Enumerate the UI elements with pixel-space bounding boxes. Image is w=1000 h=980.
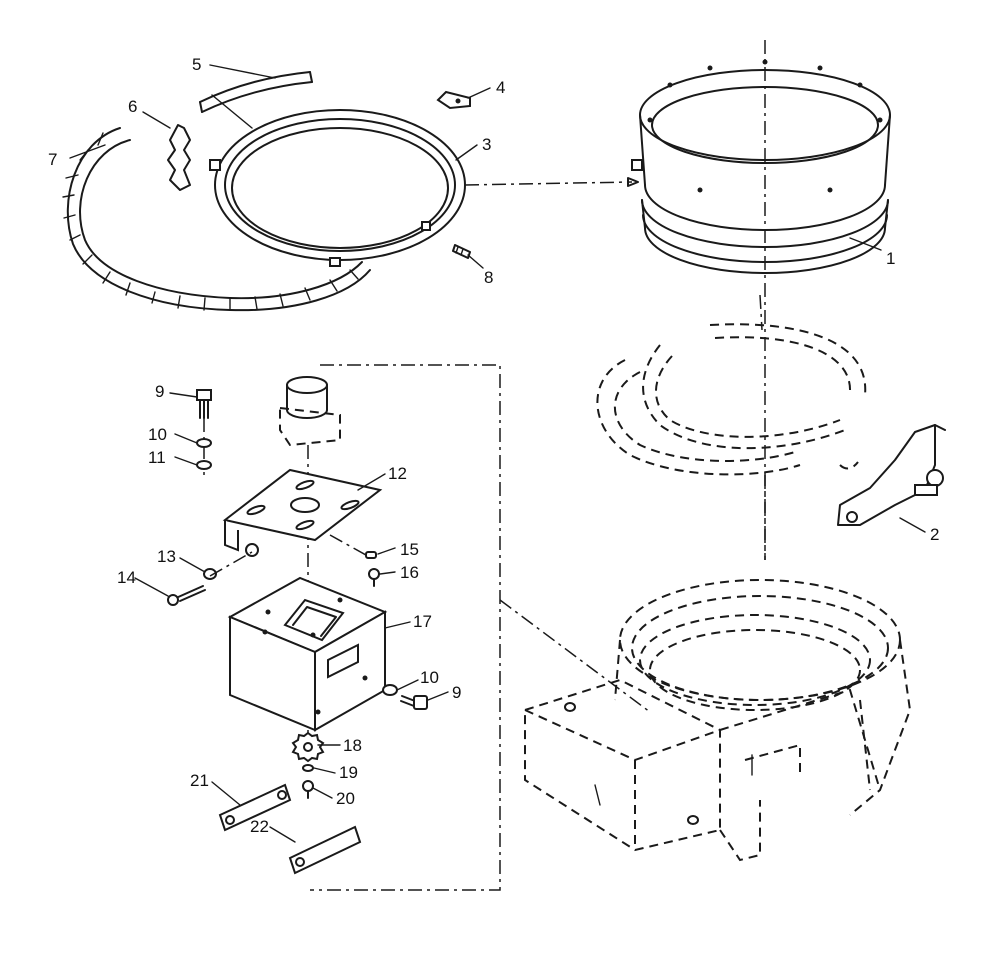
label-16: 16	[400, 563, 419, 582]
part-1-drum-ring	[631, 40, 891, 560]
label-22: 22	[250, 817, 269, 836]
label-10-lower: 10	[420, 668, 439, 687]
label-19: 19	[339, 763, 358, 782]
label-2: 2	[930, 525, 939, 544]
label-14: 14	[117, 568, 136, 587]
part-20-screw	[302, 780, 314, 799]
part-7-chain	[62, 127, 371, 312]
part-14-screw	[167, 551, 253, 606]
part-4-clip	[436, 90, 471, 110]
label-13: 13	[157, 547, 176, 566]
base-housing-phantom	[524, 579, 912, 862]
part-17-housing	[227, 576, 388, 750]
part-8-screw	[452, 244, 471, 259]
part-9-bolt-lower	[400, 695, 428, 710]
label-15: 15	[400, 540, 419, 559]
part-11-washer	[196, 460, 212, 470]
label-9: 9	[155, 382, 164, 401]
label-7: 7	[48, 150, 57, 169]
dashed-chain-phantom	[596, 323, 867, 476]
part-22-strap	[288, 825, 362, 875]
label-5: 5	[192, 55, 201, 74]
part-10-washer-lower	[382, 684, 398, 696]
label-18: 18	[343, 736, 362, 755]
label-4: 4	[496, 78, 505, 97]
leader-lines	[69, 64, 926, 843]
part-21-strap	[218, 783, 292, 832]
label-17: 17	[413, 612, 432, 631]
motor-phantom	[279, 376, 341, 620]
label-9-lower: 9	[452, 683, 461, 702]
label-20: 20	[336, 789, 355, 808]
part-13-nut	[203, 568, 217, 580]
label-11: 11	[148, 448, 166, 467]
label-6: 6	[128, 97, 137, 116]
assembly-boundary	[310, 294, 766, 891]
label-1: 1	[886, 249, 895, 268]
part-15-pin	[365, 551, 377, 559]
part-12-mounting-plate	[222, 468, 383, 557]
label-10: 10	[148, 425, 167, 444]
part-19-washer	[302, 764, 314, 772]
part-6-bracket	[167, 124, 191, 191]
label-8: 8	[484, 268, 493, 287]
label-12: 12	[388, 464, 407, 483]
part-16-screw	[329, 534, 380, 587]
label-3: 3	[482, 135, 491, 154]
part-2-arm	[837, 424, 946, 526]
part-labels: 5 4 6 3 7 1 8 9 10 11 12 2 15 13 16 14 1…	[48, 55, 939, 836]
part-10-washer	[196, 438, 212, 448]
part-3-ring	[209, 109, 639, 267]
label-21: 21	[190, 771, 209, 790]
part-5-strip	[199, 71, 313, 113]
part-18-sprocket	[291, 731, 325, 763]
